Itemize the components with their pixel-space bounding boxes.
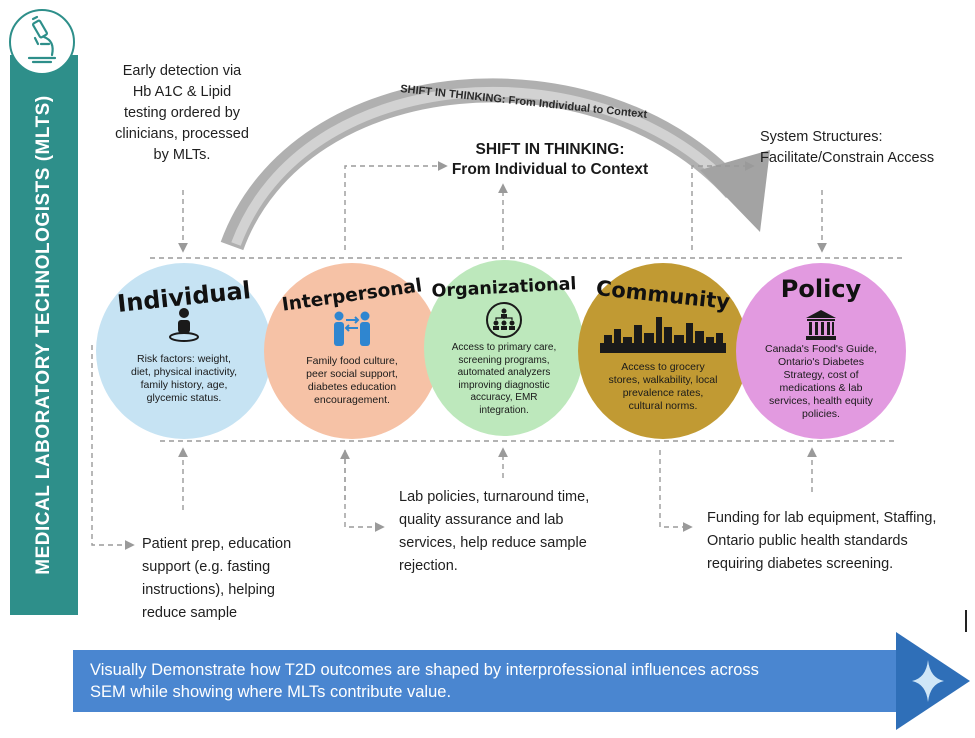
org-chart-icon bbox=[486, 302, 522, 338]
desc-line: diabetes education bbox=[307, 381, 397, 393]
note-line: services, help reduce sample bbox=[399, 535, 587, 551]
note-line: instructions), helping bbox=[142, 582, 275, 598]
summary-banner-text: Visually Demonstrate how T2D outcomes ar… bbox=[90, 659, 890, 703]
patient-prep-note: Patient prep, education support (e.g. fa… bbox=[142, 533, 342, 625]
summary-banner bbox=[73, 650, 903, 712]
level-description: Access to grocery stores, walkability, l… bbox=[578, 361, 748, 413]
note-line: Patient prep, education bbox=[142, 536, 292, 552]
city-skyline-icon bbox=[600, 317, 726, 353]
desc-line: peer social support, bbox=[306, 368, 398, 380]
desc-line: medications & lab bbox=[779, 382, 863, 394]
level-policy: Policy Canada's Food's Guide, Ontario's … bbox=[736, 263, 906, 439]
level-community: Community Access to grocery stores, walk… bbox=[578, 263, 748, 439]
shift-in-thinking-title: SHIFT IN THINKING: From Individual to Co… bbox=[425, 140, 675, 180]
text-cursor bbox=[965, 610, 967, 632]
shift-title-line2: From Individual to Context bbox=[451, 161, 649, 178]
desc-line: accuracy, EMR bbox=[470, 392, 538, 403]
desc-line: prevalence rates, bbox=[622, 387, 704, 399]
desc-line: stores, walkability, local bbox=[608, 374, 718, 386]
desc-line: Canada's Food's Guide, bbox=[765, 343, 877, 355]
note-line: testing ordered by bbox=[123, 105, 241, 121]
level-description: Access to primary care, screening progra… bbox=[424, 342, 584, 417]
note-line: by MLTs. bbox=[153, 147, 211, 163]
desc-line: Access to grocery bbox=[621, 361, 705, 373]
microscope-icon bbox=[27, 15, 57, 64]
level-description: Risk factors: weight, diet, physical ina… bbox=[96, 353, 272, 405]
desc-line: Family food culture, bbox=[306, 355, 398, 367]
note-line: Lab policies, turnaround time, bbox=[399, 489, 590, 505]
note-line: reduce sample bbox=[142, 605, 238, 621]
desc-line: integration. bbox=[479, 404, 529, 416]
note-line: requiring diabetes screening. bbox=[707, 556, 894, 572]
sparkle-icon bbox=[912, 660, 944, 702]
summary-line2: SEM while showing where MLTs contribute … bbox=[90, 683, 452, 701]
shift-title-line1: SHIFT IN THINKING: bbox=[475, 141, 625, 158]
note-line: quality assurance and lab bbox=[399, 512, 564, 528]
funding-note: Funding for lab equipment, Staffing, Ont… bbox=[707, 507, 972, 576]
level-organizational: Organizational Access to primary care, s… bbox=[424, 260, 584, 436]
note-line: Facilitate/Constrain Access bbox=[760, 150, 935, 166]
individual-top-note: Early detection via Hb A1C & Lipid testi… bbox=[98, 61, 266, 166]
desc-line: automated analyzers bbox=[457, 367, 551, 378]
level-description: Family food culture, peer social support… bbox=[264, 355, 440, 407]
note-line: support (e.g. fasting bbox=[142, 559, 271, 575]
desc-line: family history, age, bbox=[140, 379, 228, 391]
desc-line: Access to primary care, bbox=[451, 342, 557, 353]
note-line: Hb A1C & Lipid bbox=[132, 84, 232, 100]
note-line: Early detection via bbox=[122, 63, 242, 79]
summary-line1: Visually Demonstrate how T2D outcomes ar… bbox=[90, 661, 759, 679]
desc-line: cultural norms. bbox=[628, 400, 698, 412]
banner-arrowhead bbox=[896, 632, 970, 730]
person-icon bbox=[169, 308, 199, 342]
desc-line: services, health equity bbox=[769, 395, 873, 407]
people-exchange-icon bbox=[334, 311, 370, 346]
level-title: Policy bbox=[780, 275, 862, 303]
microscope-logo bbox=[9, 9, 75, 75]
government-building-icon bbox=[806, 310, 836, 340]
lab-policies-note: Lab policies, turnaround time, quality a… bbox=[399, 486, 649, 578]
desc-line: Risk factors: weight, bbox=[137, 353, 231, 365]
level-description: Canada's Food's Guide, Ontario's Diabete… bbox=[736, 343, 906, 421]
desc-line: diet, physical inactivity, bbox=[130, 366, 237, 378]
desc-line: glycemic status. bbox=[146, 392, 222, 404]
system-structures-note: System Structures: Facilitate/Constrain … bbox=[760, 127, 970, 169]
note-line: Ontario public health standards bbox=[707, 533, 908, 549]
desc-line: Strategy, cost of bbox=[783, 369, 859, 381]
note-line: rejection. bbox=[399, 558, 458, 574]
note-line: clinicians, processed bbox=[115, 126, 249, 142]
desc-line: Ontario's Diabetes bbox=[777, 356, 865, 368]
level-individual: Individual Risk factors: weight, diet, p… bbox=[96, 263, 272, 439]
level-interpersonal: Interpersonal Family food culture, peer … bbox=[264, 263, 440, 439]
note-line: System Structures: bbox=[760, 129, 883, 145]
note-line: Funding for lab equipment, Staffing, bbox=[707, 510, 937, 526]
desc-line: screening programs, bbox=[458, 354, 550, 366]
desc-line: improving diagnostic bbox=[458, 379, 550, 391]
desc-line: encouragement. bbox=[314, 394, 390, 406]
desc-line: policies. bbox=[802, 408, 840, 420]
mlt-vertical-banner bbox=[10, 55, 78, 615]
